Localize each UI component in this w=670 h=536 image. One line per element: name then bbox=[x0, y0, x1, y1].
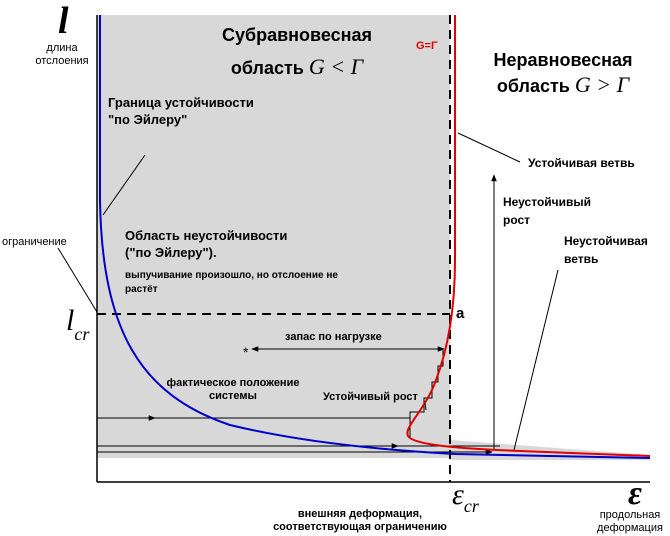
x-axis-label-1: продольная bbox=[600, 509, 661, 521]
instability-note-1: выпучивание произошло, но отслоение не bbox=[125, 270, 338, 281]
unstable-growth-label-1: Неустойчивый bbox=[503, 195, 591, 209]
stable-growth-label: Устойчивый рост bbox=[323, 391, 419, 403]
subequilibrium-region bbox=[97, 15, 450, 458]
x-axis-symbol: ε bbox=[628, 475, 642, 512]
asterisk-marker: * bbox=[243, 344, 249, 360]
g-equals-gamma-label: G=Γ bbox=[416, 40, 438, 52]
euler-boundary-curve bbox=[99, 15, 651, 459]
point-a-label: a bbox=[456, 305, 465, 322]
unstable-branch-label-1: Неустойчивая bbox=[564, 234, 648, 248]
instability-label-1: Область неустойчивости bbox=[125, 228, 287, 243]
unstable-growth-label-2: рост bbox=[503, 213, 530, 227]
ecr-label: εcr bbox=[452, 478, 480, 516]
nonequilibrium-title-2: область G > Γ bbox=[497, 72, 631, 97]
euler-pointer bbox=[102, 154, 146, 216]
constraint-pointer bbox=[57, 247, 98, 313]
y-axis-label-1: длина bbox=[46, 42, 78, 54]
nonequilibrium-title-1: Неравновесная bbox=[494, 50, 633, 70]
load-margin-label: запас по нагрузке bbox=[285, 331, 382, 343]
stable-branch-pointer bbox=[457, 132, 521, 163]
subequilibrium-title-1: Субравновесная bbox=[222, 25, 372, 45]
stable-growth-pointer bbox=[424, 402, 427, 411]
x-axis-label-2: деформация bbox=[597, 522, 663, 534]
constraint-label: ограничение bbox=[2, 236, 67, 248]
instability-note-2: растёт bbox=[125, 284, 158, 295]
ecr-caption-1: внешняя деформация, bbox=[298, 508, 422, 520]
actual-position-label-1: фактическое положение bbox=[167, 377, 300, 389]
actual-position-label-2: системы bbox=[209, 390, 257, 402]
euler-boundary-label-1: Граница устойчивости bbox=[108, 95, 254, 110]
subequilibrium-title-2: область G < Γ bbox=[231, 54, 365, 79]
unstable-branch-label-2: ветвь bbox=[564, 252, 598, 266]
equilibrium-curve bbox=[406, 15, 651, 457]
ecr-caption-2: соответствующая ограничению bbox=[273, 521, 447, 533]
unstable-branch-pointer bbox=[513, 269, 559, 451]
instability-label-2: ("по Эйлеру"). bbox=[125, 245, 217, 260]
lcr-label: lcr bbox=[66, 304, 90, 344]
y-axis-symbol: l bbox=[58, 0, 69, 42]
stable-branch-label: Устойчивая ветвь bbox=[528, 156, 635, 170]
euler-boundary-label-2: "по Эйлеру" bbox=[108, 112, 187, 127]
y-axis-label-2: отслоения bbox=[35, 55, 88, 67]
